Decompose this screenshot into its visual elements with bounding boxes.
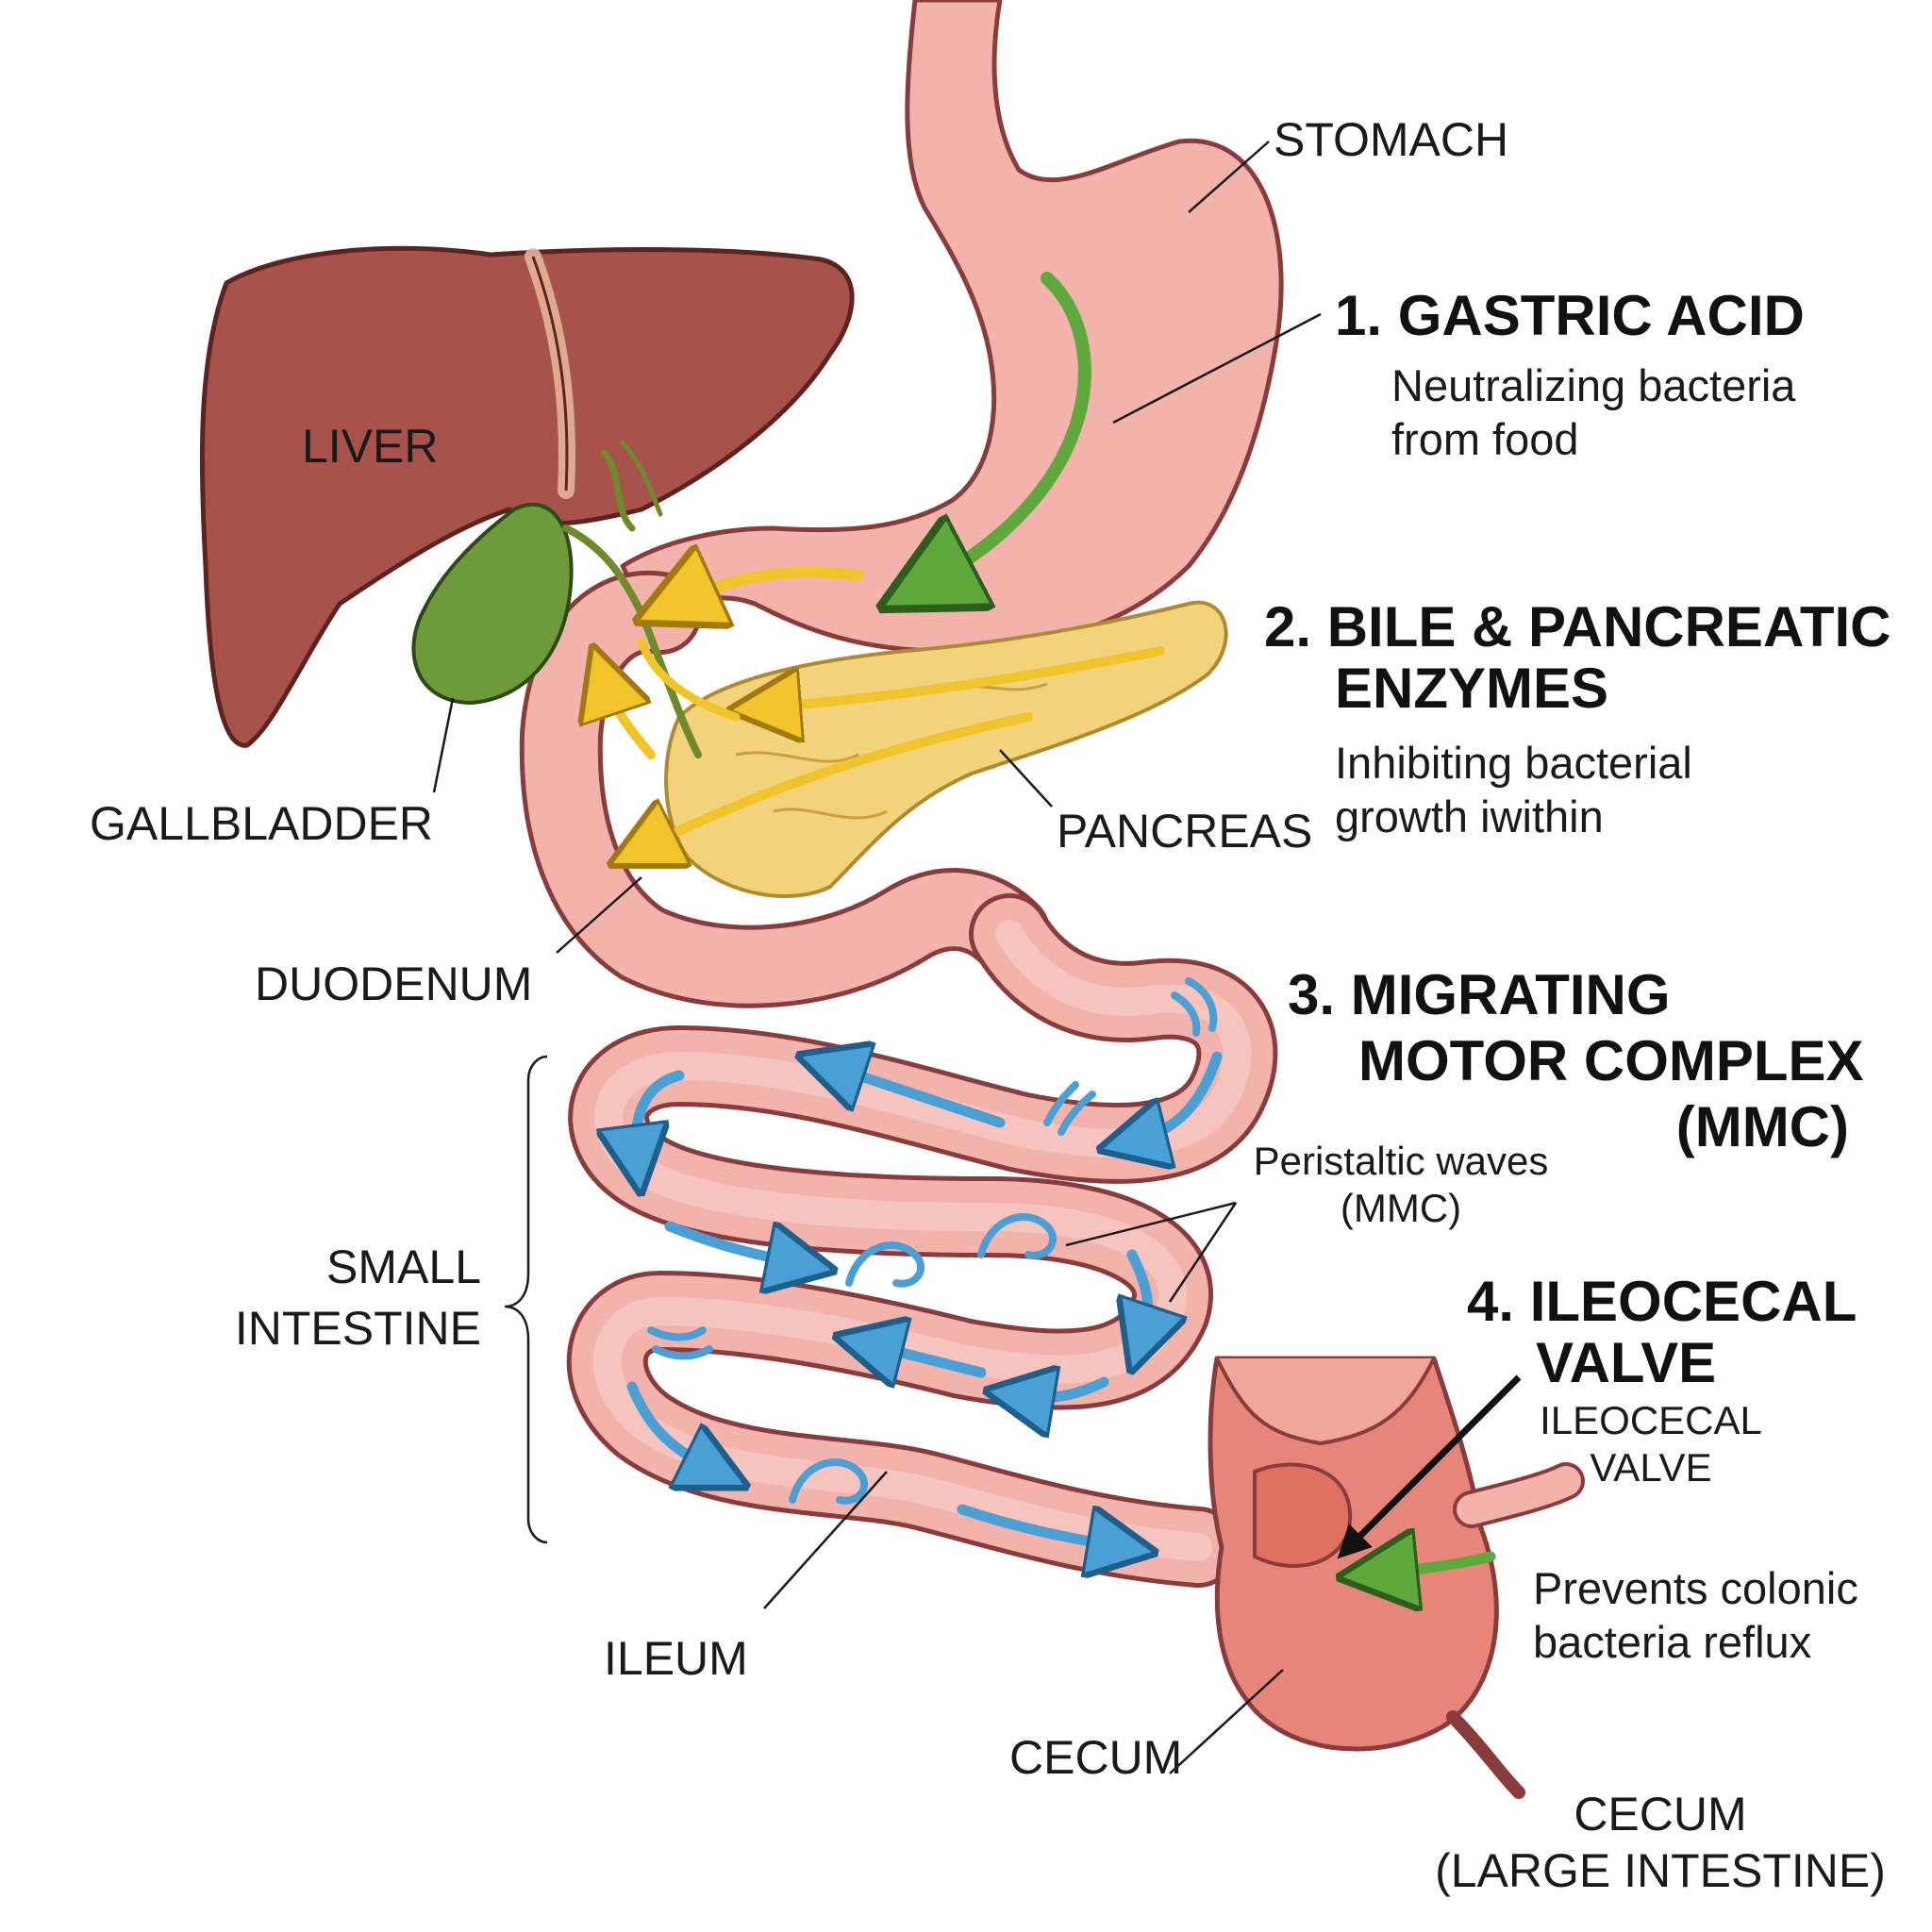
step-2-desc-line1: Inhibiting bacterial [1335,738,1692,788]
wave-swirl-icon [789,1458,868,1505]
step-1-desc-line2: from food [1391,414,1579,464]
small-intestine-shape [566,893,1278,1588]
enzyme-arrows [604,572,1165,849]
gallbladder-label: GALLBLADDER [90,797,433,850]
peristaltic-waves-label-line2: (MMC) [1341,1186,1461,1230]
cecum-large-label-line2: (LARGE INTESTINE) [1435,1844,1886,1897]
gastric-acid-arrow [924,272,1091,585]
leader-lines [432,141,1522,1774]
wave-swirl-icon [1043,1081,1079,1126]
wave-swirl-icon [1171,991,1201,1037]
pancreas-shape [664,600,1228,898]
step-2-desc-line2: growth iwithin [1335,791,1604,841]
ileocecal-valve-sub-line1: ILEOCECAL [1540,1398,1762,1442]
step-1-title: 1. GASTRIC ACID [1335,284,1805,347]
wave-swirl-icon [647,1326,707,1341]
cecum-label: CECUM [1009,1731,1182,1784]
step-2-title-line2: ENZYMES [1335,657,1608,720]
wave-swirls [647,977,1218,1505]
step-4-desc-line2: bacteria reflux [1533,1617,1811,1667]
stomach-shape [620,0,1284,654]
wave-swirl-icon [977,1213,1057,1259]
step-3-title-line1: 3. MIGRATING [1288,963,1671,1026]
wave-swirl-icon [652,1345,713,1360]
duodenum-label: DUODENUM [255,958,532,1010]
step-1-desc-line1: Neutralizing bacteria [1391,360,1796,410]
step-4-title-line2: VALVE [1536,1331,1716,1394]
peristaltic-waves-label-line1: Peristaltic waves [1254,1139,1549,1183]
ileocecal-valve-sub-line2: VALVE [1590,1445,1711,1490]
ileum-label: ILEUM [604,1632,748,1685]
step-3-title-line3: (MMC) [1676,1095,1849,1158]
small-intestine-label-line2: INTESTINE [235,1302,481,1355]
liver-shape [199,245,855,748]
liver-label: LIVER [302,420,439,473]
cecum-large-label-line1: CECUM [1574,1788,1746,1840]
valve-pointer-arrow [1337,1374,1522,1559]
step-4-desc-line1: Prevents colonic [1533,1563,1858,1613]
wave-swirl-icon [1185,977,1218,1032]
pancreas-label: PANCREAS [1057,805,1312,858]
reflux-block-arrow [1377,1557,1496,1574]
step-3-title-line2: MOTOR COMPLEX [1358,1029,1864,1092]
mmc-arrows [632,1057,1223,1547]
wave-swirl-icon [1058,1091,1096,1136]
cecum-shape [1208,1356,1585,1799]
duodenum-shape [519,571,1051,1008]
wave-swirl-icon [845,1241,924,1288]
stomach-label: STOMACH [1274,113,1508,166]
small-intestine-label-line1: SMALL [326,1241,481,1293]
step-4-title-line1: 4. ILEOCECAL [1467,1270,1857,1333]
step-2-title-line1: 2. BILE & PANCREATIC [1264,595,1890,658]
